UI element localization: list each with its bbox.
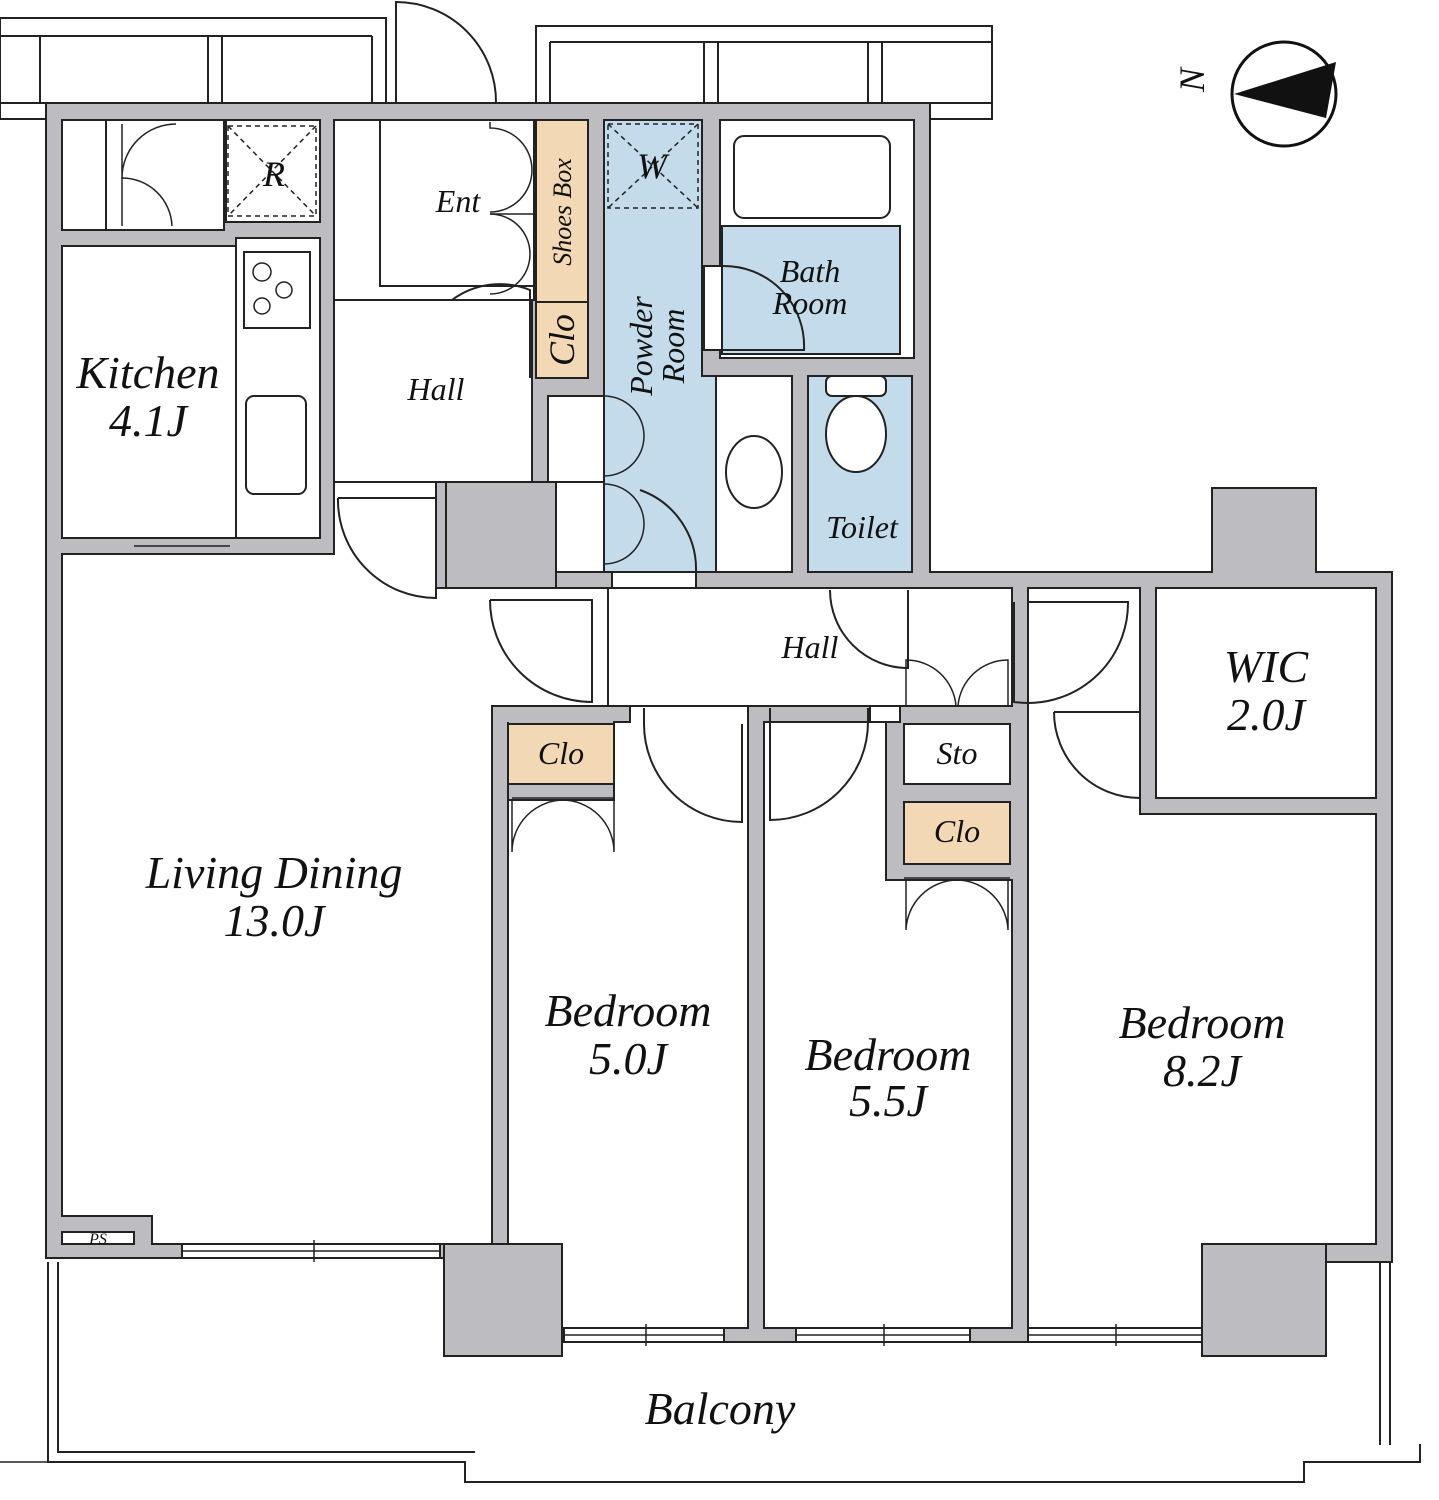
bath-label-2: Room bbox=[772, 285, 848, 321]
fridge-space bbox=[227, 125, 317, 217]
balcony-railing bbox=[0, 1262, 1421, 1483]
kitchen-stove bbox=[243, 251, 311, 329]
windows bbox=[181, 1240, 1203, 1346]
balcony-label: Balcony bbox=[645, 1383, 796, 1434]
wic-label: WIC bbox=[1224, 641, 1310, 692]
closet-b1-label: Clo bbox=[538, 735, 584, 771]
wic-size: 2.0J bbox=[1227, 689, 1308, 740]
washer-label: W bbox=[637, 146, 670, 186]
living-size: 13.0J bbox=[224, 895, 328, 946]
powder-label-2: Room bbox=[655, 309, 691, 385]
closet-entry-label: Clo bbox=[542, 314, 582, 366]
kitchen-size: 4.1J bbox=[109, 395, 190, 446]
toilet-label: Toilet bbox=[826, 509, 899, 545]
door-swings bbox=[121, 122, 1141, 931]
bath-label-1: Bath bbox=[780, 253, 840, 289]
shoes-box-label: Shoes Box bbox=[548, 158, 577, 266]
hall-upper-label: Hall bbox=[407, 371, 465, 407]
closet-b2-label: Clo bbox=[934, 813, 980, 849]
bedroom-1-size: 5.0J bbox=[589, 1033, 670, 1084]
bedroom-1-label: Bedroom bbox=[545, 985, 712, 1036]
living-label: Living Dining bbox=[145, 847, 403, 898]
bedroom-3-size: 8.2J bbox=[1163, 1045, 1244, 1096]
pipe-space-label: PS bbox=[88, 1231, 107, 1248]
kitchen-label: Kitchen bbox=[75, 347, 219, 398]
bathtub bbox=[733, 135, 891, 219]
compass-label: N bbox=[1172, 66, 1212, 93]
top-railings bbox=[0, 0, 993, 120]
bedroom-2-label: Bedroom bbox=[805, 1029, 972, 1080]
bedroom-2-size: 5.5J bbox=[849, 1075, 930, 1126]
storage-label: Sto bbox=[937, 735, 978, 771]
hall-lower-label: Hall bbox=[781, 629, 839, 665]
toilet-bowl bbox=[825, 375, 887, 473]
wash-basin bbox=[725, 435, 783, 509]
fridge-label: R bbox=[262, 154, 285, 194]
north-compass-icon: N bbox=[1172, 40, 1338, 148]
washer-space bbox=[607, 123, 699, 209]
powder-label-1: Powder bbox=[623, 296, 659, 397]
kitchen-sink bbox=[245, 395, 307, 495]
entrance-label: Ent bbox=[435, 183, 482, 219]
columns bbox=[443, 481, 1327, 1357]
bedroom-3-label: Bedroom bbox=[1119, 997, 1286, 1048]
